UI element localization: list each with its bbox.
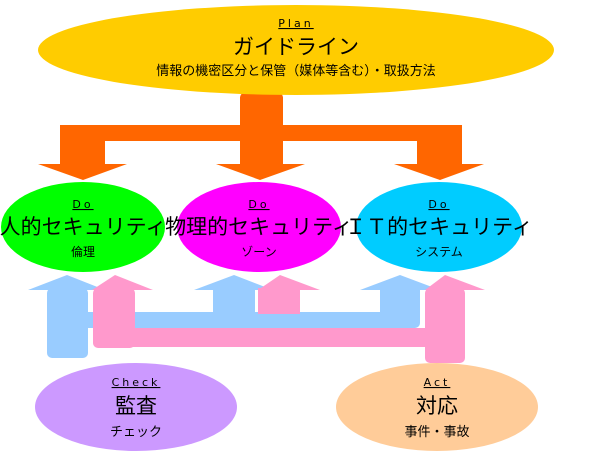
plan-node: Plan ガイドライン 情報の機密区分と保管（媒体等含む）・取扱方法 (38, 5, 554, 95)
do-human-node: Do 人的セキュリティ 倫理 (0, 182, 166, 272)
do-tag: Do (248, 198, 269, 211)
do-title: 人的セキュリティ (0, 215, 166, 239)
do-physical-node: Do 物理的セキュリティ ゾーン (165, 182, 353, 272)
act-title: 対応 (416, 394, 458, 418)
do-it-node: Do ＩＴ的セキュリティ システム (345, 182, 533, 272)
act-subtitle: 事件・事故 (404, 425, 469, 440)
do-tag: Do (428, 198, 449, 211)
check-subtitle: チェック (110, 425, 162, 440)
do-tag: Do (72, 198, 93, 211)
check-node: Check 監査 チェック (35, 363, 237, 451)
plan-title: ガイドライン (233, 35, 359, 59)
do-title: 物理的セキュリティ (165, 215, 353, 239)
check-feedback-arrow (28, 275, 440, 358)
check-tag: Check (112, 376, 161, 389)
plan-subtitle: 情報の機密区分と保管（媒体等含む）・取扱方法 (156, 63, 436, 79)
act-feedback-arrow (92, 275, 485, 363)
do-subtitle: ゾーン (241, 245, 276, 259)
do-subtitle: 倫理 (71, 245, 95, 259)
check-title: 監査 (115, 394, 157, 418)
plan-tag: Plan (278, 17, 313, 30)
act-tag: Act (424, 376, 451, 389)
do-title: ＩＴ的セキュリティ (345, 215, 533, 239)
plan-to-do-arrow (38, 92, 484, 180)
do-subtitle: システム (415, 245, 463, 259)
act-node: Act 対応 事件・事故 (336, 363, 538, 451)
